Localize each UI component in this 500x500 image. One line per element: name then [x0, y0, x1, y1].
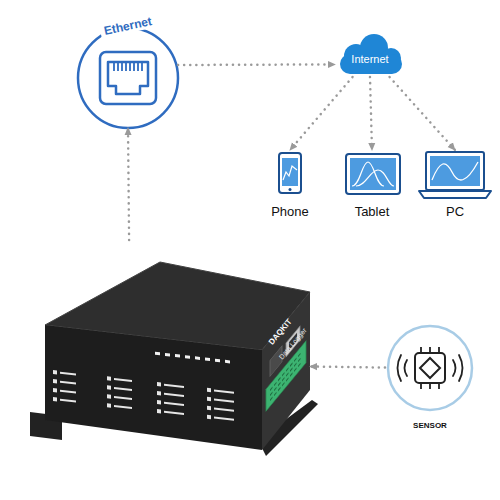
phone-screen	[282, 158, 298, 186]
marking-box	[157, 409, 161, 413]
led	[155, 352, 160, 356]
sensor-icon	[388, 326, 472, 410]
laptop-icon	[419, 152, 491, 198]
led	[195, 356, 200, 360]
marking-box	[207, 388, 211, 392]
tablet-chart	[352, 162, 394, 186]
icon-ring	[388, 326, 472, 410]
marking-bar	[214, 408, 234, 412]
chip-pins	[421, 347, 439, 389]
marking-bar	[114, 405, 132, 409]
tablet-icon	[346, 154, 400, 194]
marking-box	[107, 376, 111, 380]
port-markings	[53, 370, 234, 422]
led	[205, 358, 210, 362]
marking-bar	[214, 399, 234, 403]
device-front	[45, 325, 262, 450]
dotted-connector	[390, 77, 455, 150]
dotted-connector	[290, 77, 353, 150]
marking-bar	[164, 393, 184, 397]
marking-box	[157, 391, 161, 395]
diagram-node: DAQKITData Logger	[40, 240, 310, 470]
signal-waves	[398, 355, 463, 381]
icon-ring	[78, 28, 178, 128]
marking-box	[53, 379, 57, 383]
front-panel	[53, 340, 234, 422]
terminal-screws	[270, 352, 302, 401]
marking-box	[157, 382, 161, 386]
marking-bar	[114, 378, 132, 382]
marking-bar	[164, 411, 184, 415]
phone-body	[279, 153, 301, 193]
tablet-body	[346, 154, 400, 194]
marking-bar	[214, 390, 234, 394]
marking-bar	[164, 384, 184, 388]
laptop-screen-frame	[426, 152, 484, 190]
sensor-core	[420, 358, 440, 378]
marking-bar	[214, 417, 234, 421]
dotted-connector	[128, 128, 129, 240]
marking-box	[107, 403, 111, 407]
marking-box	[207, 415, 211, 419]
node-label: Internet	[335, 53, 405, 65]
led	[215, 359, 220, 363]
marking-bar	[60, 399, 76, 403]
socket-frame	[100, 52, 156, 104]
data-logger-device	[30, 262, 318, 456]
diagram-node: Tablet	[340, 150, 404, 222]
led	[185, 355, 190, 359]
dotted-connector	[310, 367, 385, 368]
marking-box	[53, 388, 57, 392]
node-label: Tablet	[338, 205, 406, 219]
led-row	[155, 352, 230, 364]
sensor-chip	[415, 353, 445, 383]
marking-box	[53, 370, 57, 374]
node-label: PC	[420, 205, 490, 219]
diagram-node: SENSOR	[385, 325, 475, 440]
laptop-screen	[430, 156, 480, 186]
diagram-node: Ethernet	[78, 28, 178, 128]
node-label: SENSOR	[385, 422, 475, 431]
led	[225, 360, 230, 364]
device-side	[262, 292, 310, 450]
marking-box	[53, 397, 57, 401]
dotted-connector	[370, 77, 372, 150]
node-label: Phone	[256, 205, 324, 219]
marking-bar	[60, 372, 76, 376]
dotted-connector	[178, 63, 335, 66]
marking-box	[207, 397, 211, 401]
marking-bar	[60, 390, 76, 394]
laptop-chart	[432, 162, 478, 180]
laptop-base	[419, 191, 491, 198]
phone-button	[289, 188, 292, 191]
marking-box	[207, 406, 211, 410]
node-label: Ethernet	[99, 14, 157, 39]
socket-pins	[114, 63, 142, 71]
marking-bar	[164, 402, 184, 406]
marking-bar	[114, 396, 132, 400]
phone-chart	[283, 166, 297, 180]
marking-box	[107, 394, 111, 398]
tablet-screen	[350, 158, 396, 190]
led	[165, 353, 170, 357]
diagram-node: PC	[420, 150, 490, 222]
marking-bar	[60, 381, 76, 385]
phone-icon	[279, 153, 301, 193]
diagram-node: Phone	[266, 150, 314, 222]
diagram-node: Internet	[335, 35, 405, 77]
socket-outline	[108, 62, 148, 94]
marking-box	[107, 385, 111, 389]
marking-box	[157, 400, 161, 404]
led	[175, 354, 180, 358]
ethernet-icon	[78, 28, 178, 128]
marking-bar	[114, 387, 132, 391]
